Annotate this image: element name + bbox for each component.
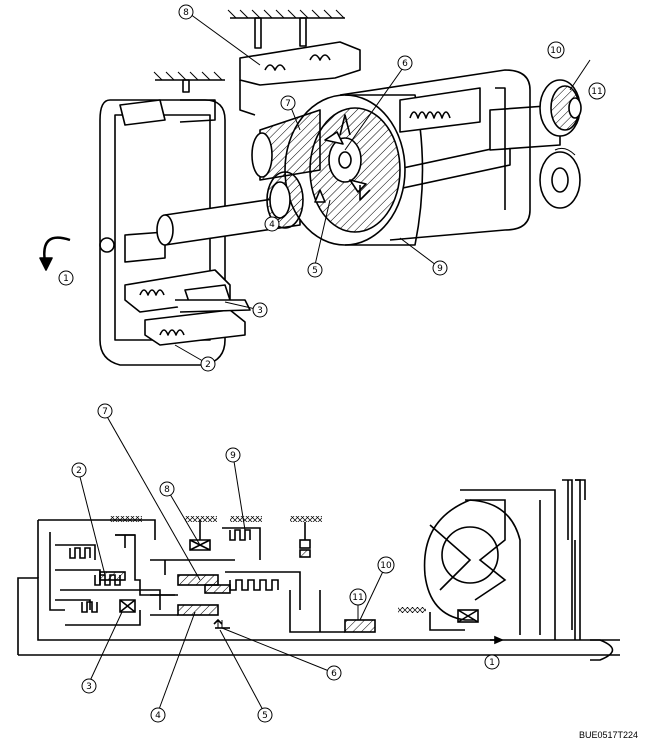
rotation-arrow-icon — [39, 236, 71, 271]
leader-lines-bottom — [78, 412, 387, 713]
svg-text:11: 11 — [352, 593, 363, 603]
svg-text:4: 4 — [155, 711, 161, 721]
callout-3-top: 3 — [252, 302, 268, 318]
clutch-packs-lower-left — [124, 269, 251, 346]
svg-text:1: 1 — [63, 274, 69, 284]
callout-10-bottom: 10 — [377, 556, 395, 574]
svg-text:2: 2 — [205, 360, 211, 370]
callout-6-bottom: 6 — [326, 665, 342, 681]
svg-text:9: 9 — [437, 264, 443, 274]
figure-code: BUE0517T224 — [579, 730, 638, 740]
callout-9-bottom: 9 — [225, 447, 241, 463]
callout-11-top: 11 — [588, 82, 606, 100]
callout-3-bottom: 3 — [81, 678, 97, 694]
bottom-schematic — [17, 412, 620, 713]
callout-10-top: 10 — [547, 41, 565, 59]
svg-text:5: 5 — [312, 266, 318, 276]
callout-1-bottom: 1 — [484, 654, 500, 670]
ground-hatch-bottom — [110, 516, 426, 613]
svg-text:3: 3 — [86, 682, 92, 692]
callout-7-top: 7 — [280, 95, 296, 111]
callouts-bottom: 1 2 3 4 5 6 7 8 9 10 11 — [71, 403, 500, 723]
svg-text:7: 7 — [285, 99, 291, 109]
callout-7-bottom: 7 — [97, 403, 113, 419]
svg-text:6: 6 — [402, 59, 408, 69]
flow-arrow-icon — [490, 635, 505, 645]
callout-4-bottom: 4 — [150, 707, 166, 723]
torque-converter-schematic — [423, 479, 614, 661]
svg-text:2: 2 — [76, 466, 82, 476]
callout-8-top: 8 — [178, 4, 194, 20]
svg-text:10: 10 — [380, 561, 392, 571]
svg-text:3: 3 — [257, 306, 263, 316]
svg-text:10: 10 — [550, 46, 562, 56]
callout-11-bottom: 11 — [349, 588, 367, 606]
svg-text:5: 5 — [262, 711, 268, 721]
callouts-top: 1 2 3 4 5 6 7 8 9 10 11 — [58, 4, 606, 372]
ground-hatch-top — [153, 9, 345, 93]
callout-2-bottom: 2 — [71, 462, 87, 478]
callout-5-top: 5 — [307, 262, 323, 278]
planetary-schematic — [150, 571, 376, 633]
svg-text:8: 8 — [164, 485, 170, 495]
callout-2-top: 2 — [200, 356, 216, 372]
callout-4-top: 4 — [264, 216, 280, 232]
callout-6-top: 6 — [397, 55, 413, 71]
brake-band-top — [239, 41, 361, 116]
callout-1-top: 1 — [58, 270, 74, 286]
callout-9-top: 9 — [432, 260, 448, 276]
svg-text:4: 4 — [269, 220, 275, 230]
clutch-packs-schematic — [49, 520, 311, 626]
drum-right — [339, 69, 531, 241]
callout-5-bottom: 5 — [257, 707, 273, 723]
svg-text:6: 6 — [331, 669, 337, 679]
gear-7 — [251, 109, 321, 181]
svg-text:11: 11 — [591, 87, 602, 97]
svg-text:1: 1 — [489, 658, 495, 668]
housing-lines — [17, 519, 620, 656]
gear-4 — [266, 171, 304, 229]
top-illustration — [39, 9, 591, 366]
svg-text:9: 9 — [230, 451, 236, 461]
output-gear-10 — [539, 79, 582, 209]
callout-8-bottom: 8 — [159, 481, 175, 497]
svg-text:8: 8 — [183, 8, 189, 18]
svg-text:7: 7 — [102, 407, 108, 417]
